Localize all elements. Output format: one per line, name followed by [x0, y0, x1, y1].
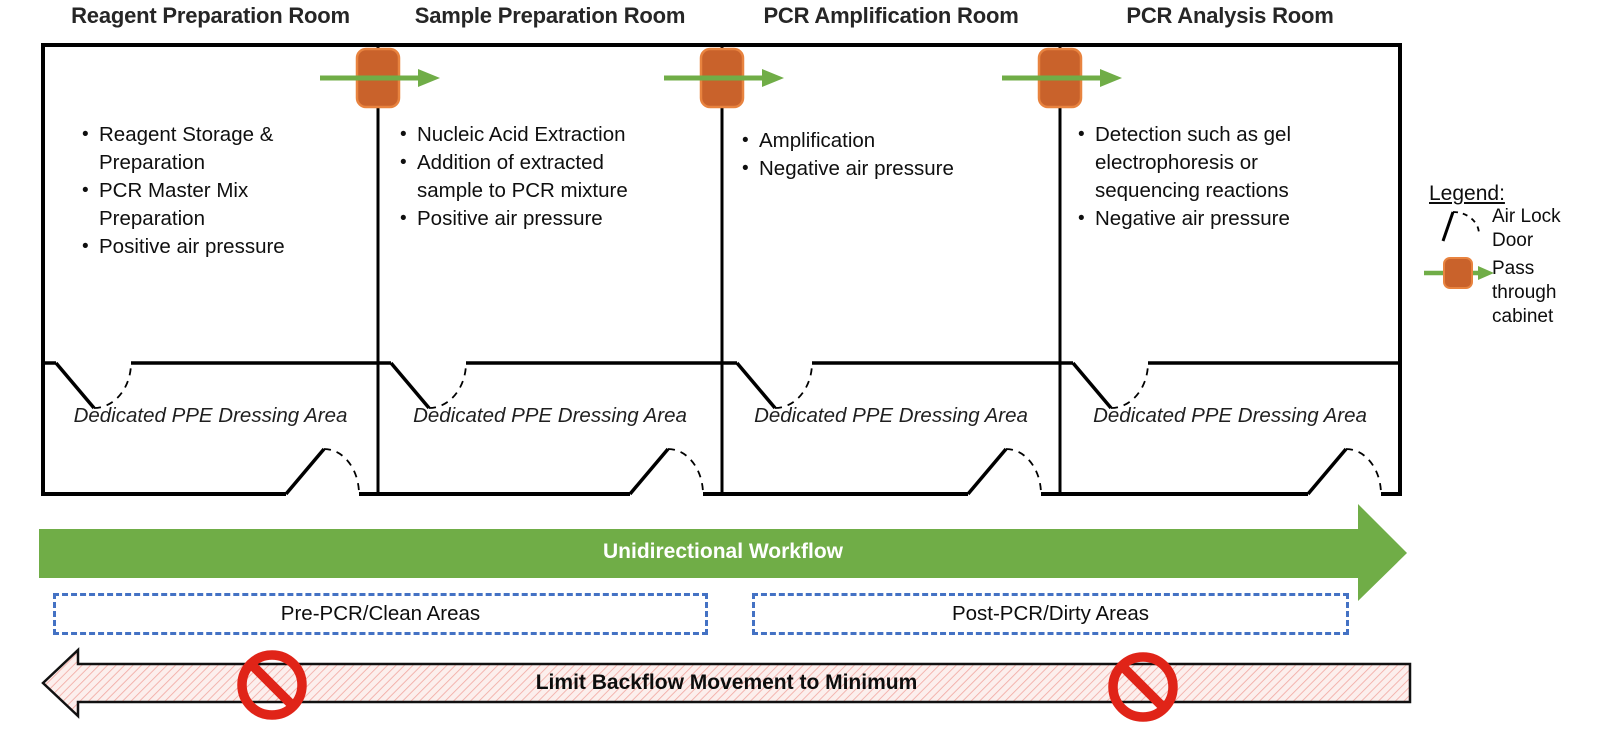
unidirectional-workflow-arrow [39, 504, 1407, 601]
backflow-limit-label: Limit Backflow Movement to Minimum [535, 671, 918, 694]
pass-through-arrow-icon [320, 69, 1122, 87]
bullet-text: Amplification [759, 129, 876, 152]
bullet-dot: • [400, 208, 407, 229]
bullet-item: • Negative air pressure [742, 155, 954, 183]
room-title: PCR Amplification Room [763, 3, 1019, 28]
legend-air-lock-door-label: Air Lock Door [1492, 206, 1561, 251]
bullet-dot: • [82, 124, 89, 145]
dressing-area-label: Dedicated PPE Dressing Area [73, 404, 348, 427]
bullet-text: Nucleic Acid Extraction [417, 123, 626, 146]
bullet-dot: • [400, 152, 407, 173]
dressing-area-label: Dedicated PPE Dressing Area [1093, 404, 1367, 427]
bullet-text: Positive air pressure [417, 207, 603, 230]
legend-title: Legend: [1429, 182, 1505, 205]
air-lock-door-icon [284, 447, 1382, 496]
room-title: PCR Analysis Room [1126, 3, 1334, 28]
room-title: Reagent Preparation Room [71, 3, 350, 28]
bullet-dot: • [742, 130, 749, 151]
room-title: Sample Preparation Room [414, 3, 686, 28]
pre-pcr-clean-areas-label: Pre-PCR/Clean Areas [280, 602, 481, 625]
bullet-dot: • [742, 158, 749, 179]
unidirectional-workflow-label: Unidirectional Workflow [603, 540, 843, 563]
bullet-dot: • [1078, 124, 1085, 145]
bullet-text: Negative air pressure [759, 157, 954, 180]
air-lock-door-icon [54, 361, 1149, 410]
bullet-text: Reagent Storage &Preparation [99, 123, 274, 174]
bullet-dot: • [82, 236, 89, 257]
bullet-text: Negative air pressure [1095, 207, 1290, 230]
no-entry-icon [1108, 652, 1178, 722]
bullet-dot: • [400, 124, 407, 145]
pre-pcr-clean-areas-box: Pre-PCR/Clean Areas [53, 593, 708, 635]
bullet-text: Positive air pressure [99, 235, 285, 258]
air-lock-door-icon [1441, 211, 1480, 242]
bullet-item: • Positive air pressure [82, 233, 285, 261]
bullet-item: • Reagent Storage &Preparation [82, 121, 285, 177]
room-bullets: • Reagent Storage &Preparation • PCR Master… [82, 121, 285, 261]
post-pcr-dirty-areas-box: Post-PCR/Dirty Areas [752, 593, 1349, 635]
room-bullets: • Nucleic Acid Extraction • Addition of ext… [400, 121, 628, 233]
bullet-dot: • [1078, 208, 1085, 229]
legend-pass-through-cabinet-label: Pass through cabinet [1492, 258, 1557, 327]
pass-through-cabinet-icon [1424, 257, 1494, 289]
dressing-area-label: Dedicated PPE Dressing Area [413, 404, 687, 427]
room-divider-walls [376, 45, 1062, 494]
bullet-item: • Nucleic Acid Extraction [400, 121, 628, 149]
bullet-item: • Positive air pressure [400, 205, 628, 233]
bullet-item: • Negative air pressure [1078, 205, 1291, 233]
post-pcr-dirty-areas-label: Post-PCR/Dirty Areas [951, 602, 1150, 625]
backflow-arrow [41, 647, 1412, 719]
bullet-item: • Amplification [742, 127, 954, 155]
room-bullets: • Amplification • Negative air pressure [742, 127, 954, 183]
dressing-area-label: Dedicated PPE Dressing Area [754, 404, 1028, 427]
no-entry-icon [237, 650, 307, 720]
bullet-dot: • [82, 180, 89, 201]
